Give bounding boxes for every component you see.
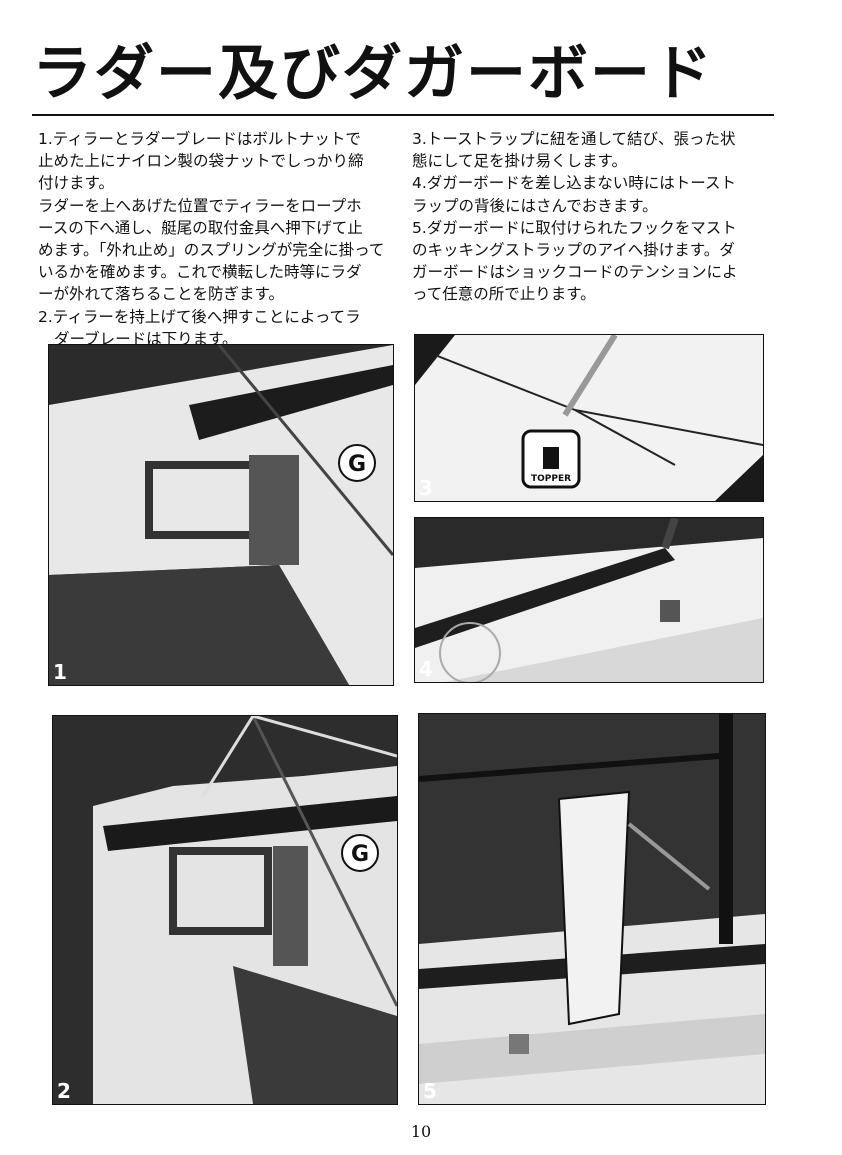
text-line: ースの下へ通し、艇尾の取付金具へ押下げて止 xyxy=(38,218,363,237)
photo-5: 5 xyxy=(418,713,766,1105)
text-line: のキッキングストラップのアイへ掛けます。ダ xyxy=(412,241,735,260)
page-title: ラダー及びダガーボード xyxy=(32,39,714,109)
photo-number: 4 xyxy=(419,657,433,681)
photo-3: TOPPER 3 xyxy=(414,334,764,502)
text-line: いるかを確めます。これで横転した時等にラダ xyxy=(38,263,362,282)
daggerboard-hook-photo xyxy=(419,714,765,1104)
toe-strap-photo: TOPPER xyxy=(415,335,763,501)
photo-label: G xyxy=(348,452,366,477)
photo-1: G 1 xyxy=(48,344,394,686)
photo-2: G 2 xyxy=(52,715,398,1105)
photo-number: 3 xyxy=(419,476,433,500)
page-number: 10 xyxy=(410,1122,432,1141)
text-line: って任意の所で止ります。 xyxy=(412,285,596,304)
daggerboard-stowed-photo xyxy=(415,518,763,682)
text-line: 3.トーストラップに紐を通して結び、張った状 xyxy=(412,130,736,148)
text-line: ーが外れて落ちることを防ぎます。 xyxy=(38,285,284,304)
text-line: 4.ダガーボードを差し込まない時にはトースト xyxy=(412,174,737,193)
text-line: ラダーを上へあげた位置でティラーをロープホ xyxy=(38,196,362,215)
photo-number: 5 xyxy=(423,1079,437,1103)
rudder-tiller-photo: G xyxy=(53,716,397,1104)
right-text-column: 3.トーストラップに紐を通して結び、張った状 態にして足を掛け易くします。 4.… xyxy=(412,128,772,306)
text-line: めます。「外れ止め」のスプリングが完全に掛って xyxy=(38,241,385,260)
title-rule xyxy=(32,114,774,116)
photo-4: 4 xyxy=(414,517,764,683)
photo-number: 1 xyxy=(53,660,67,684)
text-line: 2.ティラーを持上げて後へ押すことによってラ xyxy=(38,307,361,326)
text-line: ガーボードはショックコードのテンションによ xyxy=(412,263,738,282)
photo-label: G xyxy=(351,842,369,867)
text-line: 5.ダガーボードに取付けられたフックをマスト xyxy=(412,218,737,237)
text-line: 付けます。 xyxy=(38,174,114,193)
text-line: ダーブレードは下ります。 xyxy=(54,329,238,348)
photo-number: 2 xyxy=(57,1079,71,1103)
text-line: ラップの背後にはさんでおきます。 xyxy=(412,196,658,215)
photo-label: TOPPER xyxy=(531,474,571,484)
text-line: 止めた上にナイロン製の袋ナットでしっかり締 xyxy=(38,152,364,171)
text-line: 態にして足を掛け易くします。 xyxy=(412,152,627,171)
text-line: 1.ティラーとラダーブレードはボルトナットで xyxy=(38,130,361,148)
rudder-tiller-photo: G xyxy=(49,345,393,685)
left-text-column: 1.ティラーとラダーブレードはボルトナットで 止めた上にナイロン製の袋ナットでし… xyxy=(38,128,398,350)
